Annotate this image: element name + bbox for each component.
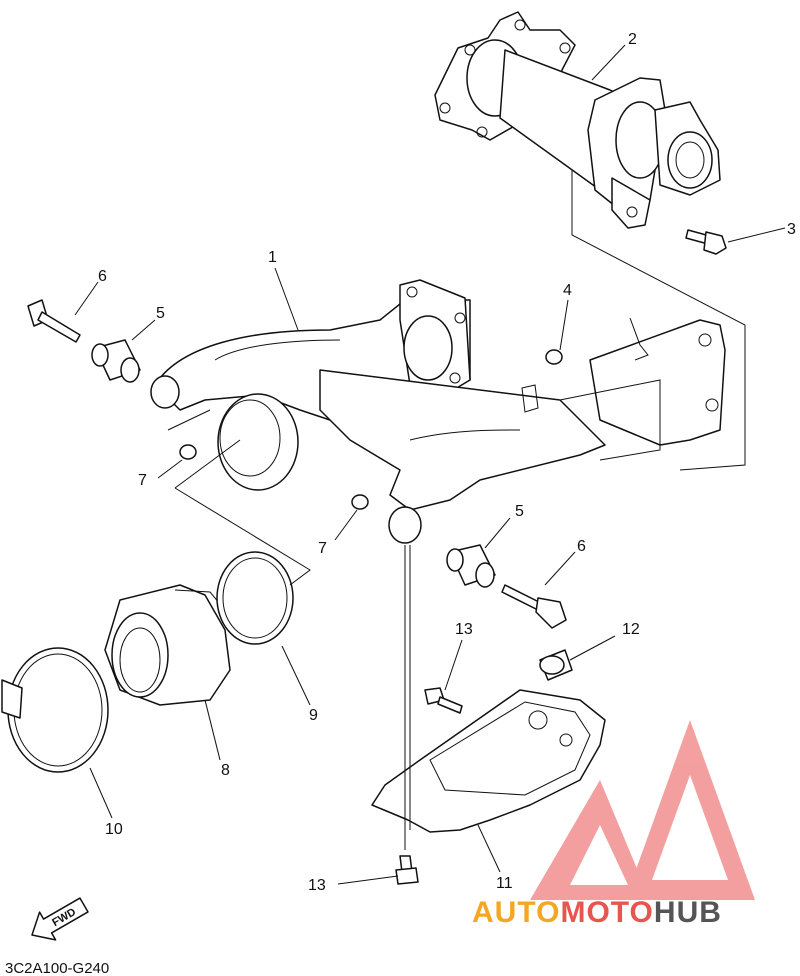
- callout-8: 8: [221, 762, 230, 779]
- fwd-arrow-icon: FWD: [31, 897, 89, 941]
- callout-9: 9: [309, 707, 318, 724]
- callout-13-upper: 13: [455, 621, 473, 638]
- callout-12: 12: [622, 621, 640, 638]
- callout-2: 2: [628, 31, 637, 48]
- callout-4: 4: [563, 282, 572, 299]
- axle-housing-part-2: [434, 11, 721, 229]
- watermark-part-hub: HUB: [654, 896, 722, 929]
- watermark-part-moto: MOTO: [560, 896, 653, 929]
- nut-part-4: [545, 349, 563, 365]
- watermark-text: AUTOMOTOHUB: [472, 896, 722, 929]
- bolt-part-13-upper: [424, 687, 463, 714]
- seal-ring: [217, 393, 299, 491]
- nut-part-7-right: [351, 494, 369, 510]
- callout-10: 10: [105, 821, 123, 838]
- callout-7-left: 7: [138, 472, 147, 489]
- callout-13-lower: 13: [308, 877, 326, 894]
- diagram-code: 3C2A100-G240: [5, 960, 109, 976]
- bolt-part-13-lower: [395, 855, 419, 885]
- swing-arm-part-1: [150, 279, 726, 544]
- nut-part-7-left: [179, 444, 197, 460]
- callout-5-right: 5: [515, 503, 524, 520]
- callout-6-left: 6: [98, 268, 107, 285]
- callout-7-right: 7: [318, 540, 327, 557]
- bolt-part-3: [685, 229, 727, 255]
- callout-3: 3: [787, 221, 796, 238]
- watermark-logo: [530, 720, 755, 900]
- damper-part-12: [539, 649, 573, 681]
- bolt-part-6-left: [27, 299, 81, 343]
- collar-part-5-right: [446, 544, 496, 588]
- guard-plate-part-11: [371, 689, 606, 833]
- clamp-part-10: [1, 647, 109, 773]
- callout-1: 1: [268, 249, 277, 266]
- callout-11: 11: [496, 875, 513, 892]
- bolt-part-6-right: [501, 584, 567, 629]
- clamp-part-9: [216, 551, 294, 645]
- boot-part-8: [104, 584, 231, 706]
- callout-5-left: 5: [156, 305, 165, 322]
- watermark-part-auto: AUTO: [472, 896, 560, 929]
- collar-part-5-left: [91, 339, 141, 383]
- callout-6-right: 6: [577, 538, 586, 555]
